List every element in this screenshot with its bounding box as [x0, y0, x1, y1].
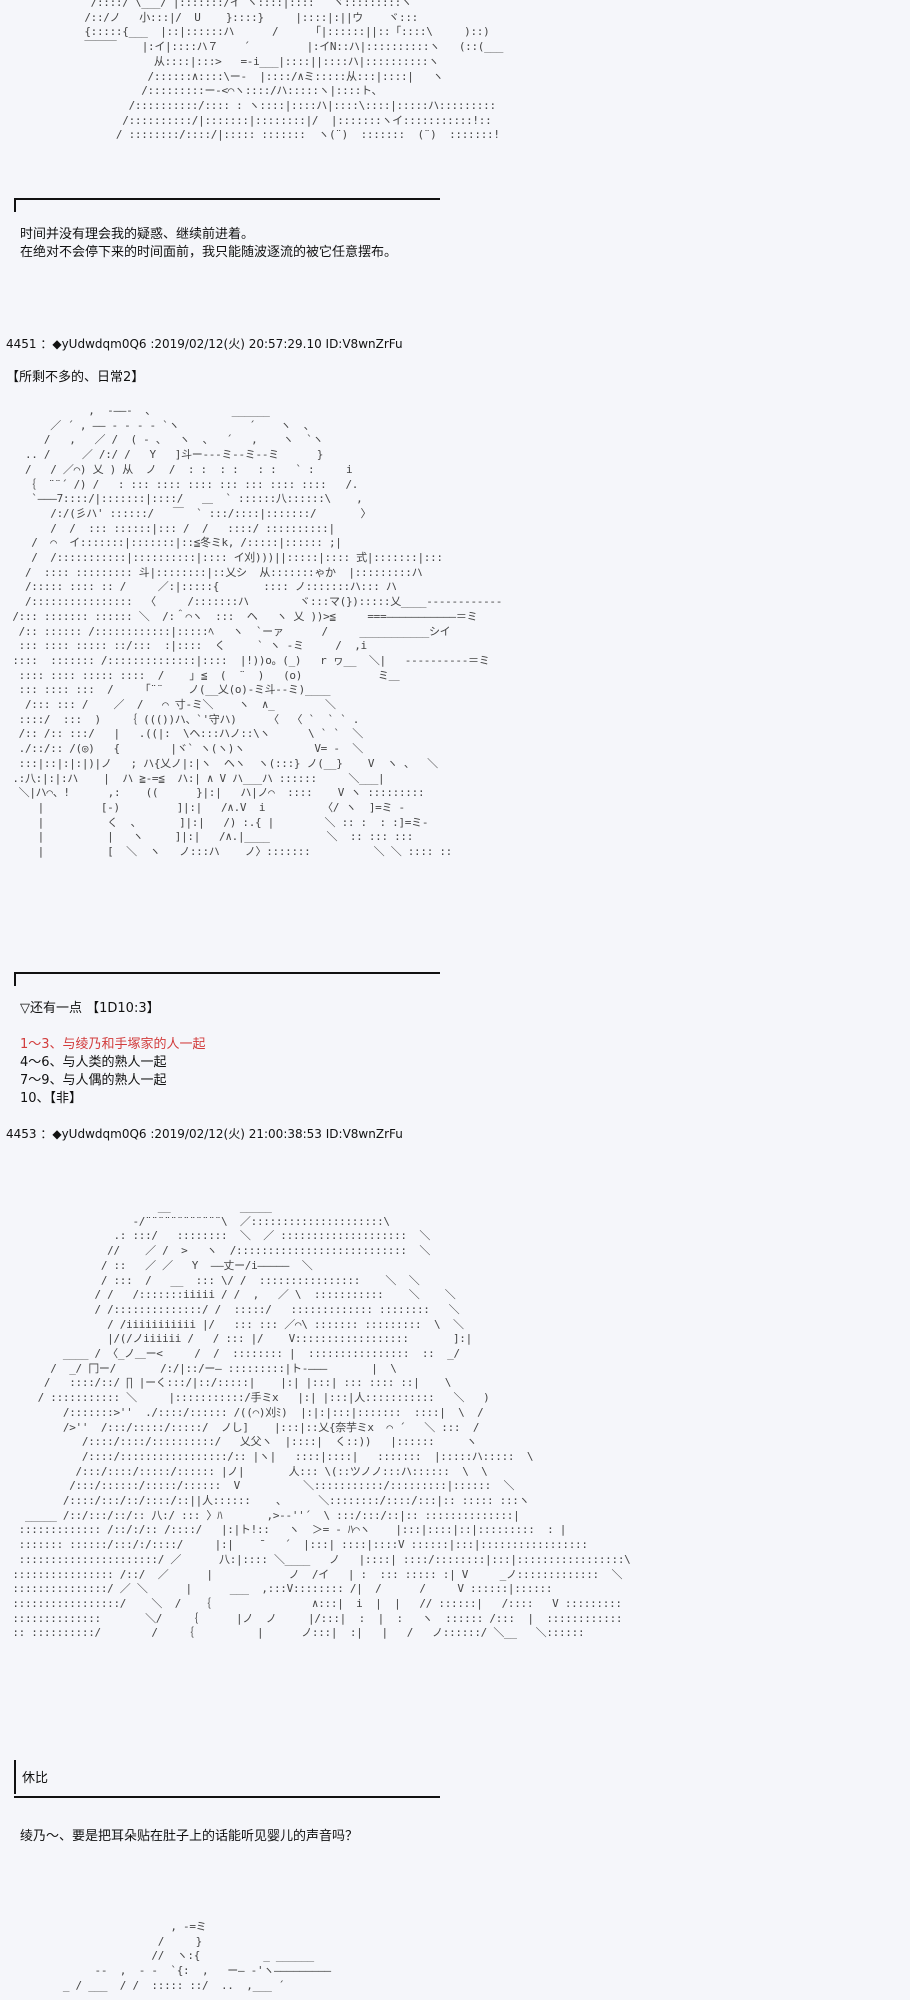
option-1: 1～3、与绫乃和手塚家的人一起 — [20, 1037, 206, 1052]
dialogue-line: 绫乃～、要是把耳朵贴在肚子上的话能听见婴儿的声音吗？ — [20, 1829, 359, 1844]
ascii-art-character: , -――- 、 ______ ／ ´ , ―― ‐ ‐ ‐ ‐ `ヽ ´ ヽ … — [12, 404, 503, 859]
option-3: 7～9、与人偶的熟人一起 — [20, 1073, 167, 1088]
speaker-name: 休比 — [22, 1771, 49, 1786]
section-divider — [14, 972, 440, 986]
narration-line: 在绝对不会停下来的时间面前，我只能随波逐流的被它任意摆布。 — [20, 245, 398, 260]
ascii-art-bottom: , -=ミ / } // ヽ:{ _ ______ ‐- , ‐ ‐ `{: ,… — [62, 1920, 331, 1992]
option-4: 10、【非】 — [20, 1091, 83, 1106]
option-2: 4～6、与人类的熟人一起 — [20, 1055, 167, 1070]
dialogue-box-left — [14, 1760, 16, 1794]
section-divider — [14, 198, 440, 212]
section-divider — [14, 1796, 440, 1798]
post-header: 4451 ：◆yUdwdqm0Q6 :2019/02/12(火) 20:57:2… — [6, 337, 403, 351]
ascii-art-character: __ _____ -/¨¨¨¨¨¨¨¨¨¨¨¨\ ／::::::::::::::… — [12, 1200, 631, 1640]
narration-line: 时间并没有理会我的疑惑、继续前进着。 — [20, 227, 255, 242]
dice-roll-title: ▽还有一点 【1D10:3】 — [20, 1001, 160, 1016]
post-header: 4453 ：◆yUdwdqm0Q6 :2019/02/12(火) 21:00:3… — [6, 1127, 403, 1141]
ascii-art-top: /::::/ \___/ |:::::::/イ ヽ::::|:::: ヾ::::… — [84, 0, 504, 142]
post-title: 【所剩不多的、日常2】 — [6, 370, 145, 385]
